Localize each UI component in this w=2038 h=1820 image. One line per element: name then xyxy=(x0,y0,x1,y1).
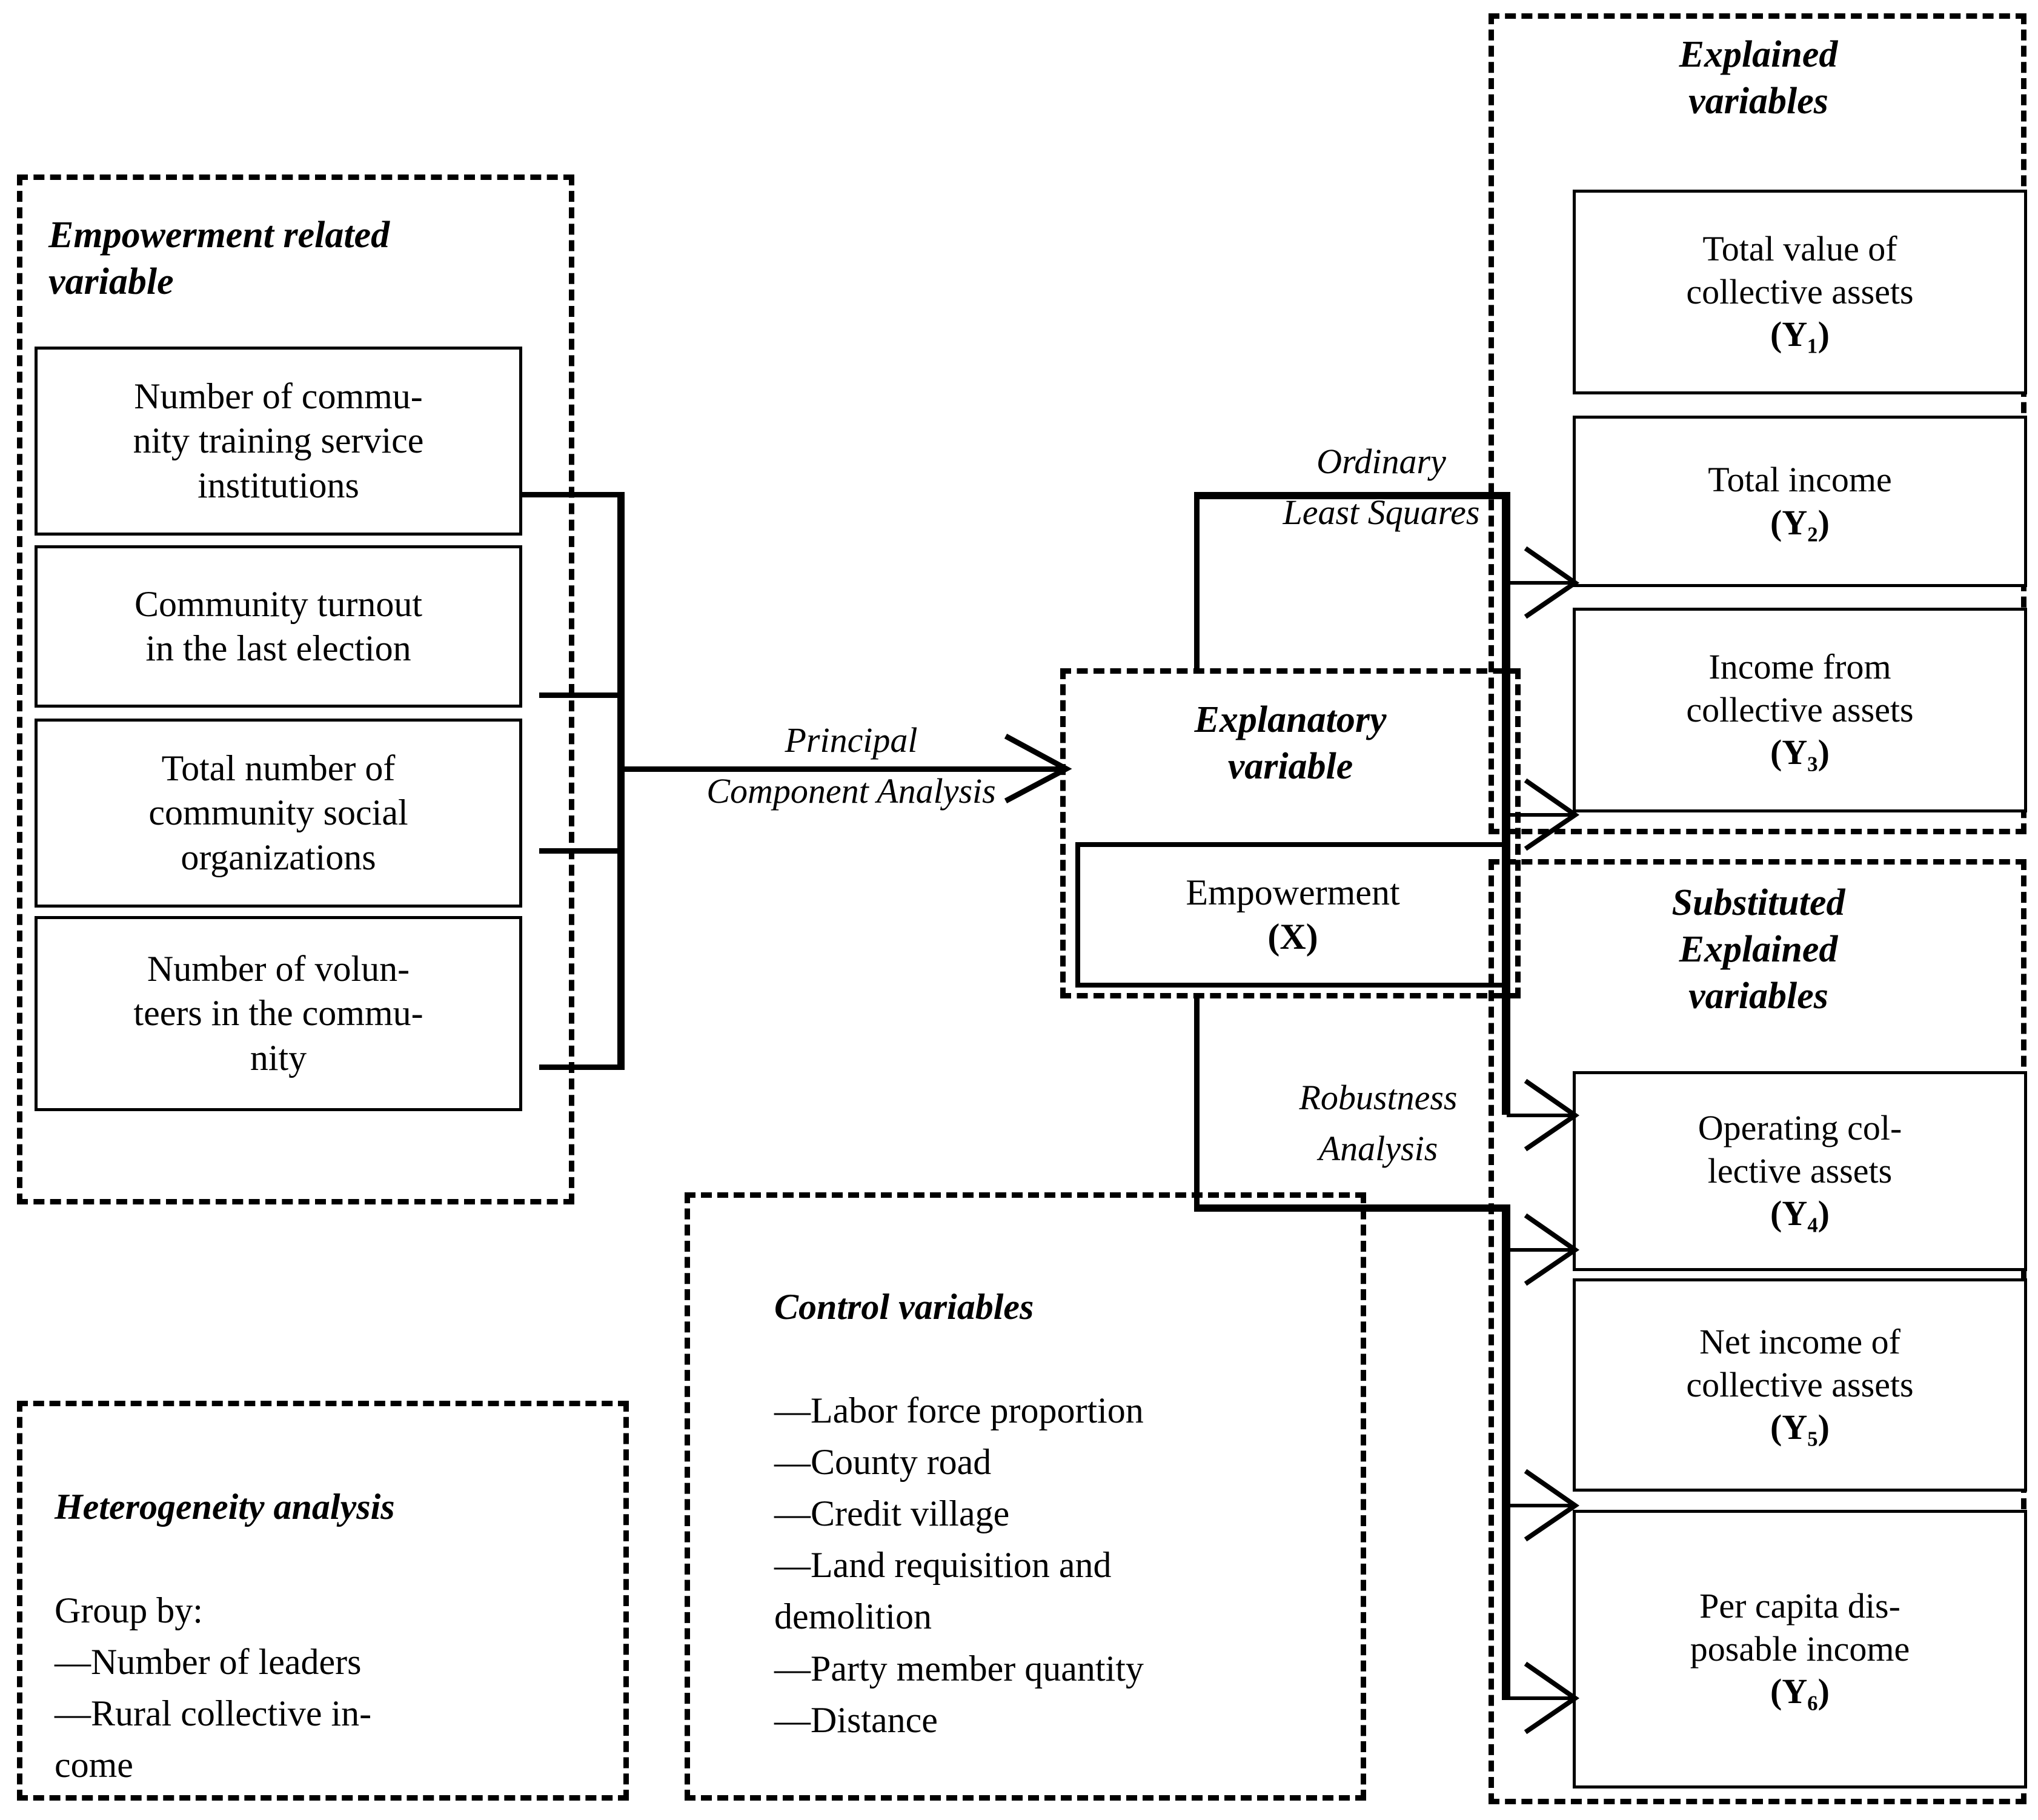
group-heterogeneity-analysis xyxy=(17,1401,629,1801)
y6-symbol: (Y₆) xyxy=(1770,1672,1830,1712)
y4-line1: Operating col- xyxy=(1698,1108,1902,1147)
variable-label: Community turnout in the last election xyxy=(134,583,423,668)
substituted-distribution-spine xyxy=(1502,1204,1510,1700)
group-control-variables xyxy=(685,1192,1366,1801)
variable-box-volunteers: Number of volun- teers in the commu- nit… xyxy=(35,916,522,1111)
variable-box-y2: Total income (Y₂) xyxy=(1573,416,2027,587)
variable-box-y6: Per capita dis- posable income (Y₆) xyxy=(1573,1510,2027,1788)
y6-line2: posable income xyxy=(1690,1629,1910,1669)
heterogeneity-body: Group by: —Number of leaders —Rural coll… xyxy=(55,1590,372,1785)
variable-box-empowerment-x: Empowerment (X) xyxy=(1075,842,1510,988)
y4-line2: lective assets xyxy=(1707,1151,1893,1191)
control-variables-body: —Labor force proportion —County road —Cr… xyxy=(774,1390,1144,1740)
variable-box-y3: Income from collective assets (Y₃) xyxy=(1573,608,2027,812)
y2-line1: Total income xyxy=(1708,459,1892,499)
group-title-substituted: Substituted Explained variables xyxy=(1671,882,1845,1017)
y5-line1: Net income of xyxy=(1699,1321,1900,1361)
y3-line2: collective assets xyxy=(1686,689,1914,729)
empowerment-label: Empowerment xyxy=(1186,872,1400,912)
y5-line2: collective assets xyxy=(1686,1364,1914,1404)
group-title-empowerment: Empowerment related variable xyxy=(48,214,390,302)
control-variables-title: Control variables xyxy=(774,1287,1034,1327)
variable-label: Total number of community social organiz… xyxy=(148,748,408,877)
y5-symbol: (Y₅) xyxy=(1770,1407,1830,1447)
variable-box-y1: Total value of collective assets (Y₁) xyxy=(1573,190,2027,394)
group-title-explanatory: Explanatory variable xyxy=(1194,699,1387,787)
y1-line1: Total value of xyxy=(1702,228,1897,268)
y1-symbol: (Y₁) xyxy=(1770,314,1830,354)
ols-horizontal-segment xyxy=(1194,492,1509,499)
group-title-explained: Explained variables xyxy=(1679,34,1838,122)
empowerment-symbol: (X) xyxy=(1267,917,1318,957)
explained-distribution-spine xyxy=(1502,492,1510,1115)
variable-box-y5: Net income of collective assets (Y₅) xyxy=(1573,1278,2027,1492)
edge-label-pca: Principal Component Analysis xyxy=(706,720,996,811)
variable-box-y4: Operating col- lective assets (Y₄) xyxy=(1573,1071,2027,1271)
group-empowerment-related-variable xyxy=(17,174,574,1204)
variable-box-social-organizations: Total number of community social organiz… xyxy=(35,719,522,908)
variable-box-community-turnout: Community turnout in the last election xyxy=(35,545,522,708)
variable-label: Number of volun- teers in the commu- nit… xyxy=(133,949,423,1078)
y2-symbol: (Y₂) xyxy=(1770,502,1830,542)
robustness-horizontal-segment xyxy=(1194,1204,1509,1212)
bracket-stub-3 xyxy=(539,848,623,854)
bracket-stub-1 xyxy=(522,492,623,497)
variable-label: Number of commu- nity training service i… xyxy=(133,376,424,505)
edge-label-robustness: Robustness Analysis xyxy=(1299,1078,1458,1169)
edge-label-ols: Ordinary Least Squares xyxy=(1283,442,1480,533)
bracket-spine xyxy=(617,492,625,1070)
bracket-stub-4 xyxy=(539,1064,623,1070)
y3-symbol: (Y₃) xyxy=(1770,732,1830,772)
y1-line2: collective assets xyxy=(1686,271,1914,311)
variable-box-training-institutions: Number of commu- nity training service i… xyxy=(35,347,522,536)
y4-symbol: (Y₄) xyxy=(1770,1194,1830,1234)
heterogeneity-content: Heterogeneity analysis Group by: —Number… xyxy=(55,1430,618,1791)
y3-line1: Income from xyxy=(1708,646,1891,686)
heterogeneity-title: Heterogeneity analysis xyxy=(55,1487,395,1527)
robustness-vertical-segment xyxy=(1194,998,1200,1211)
bracket-stub-2 xyxy=(539,692,623,698)
control-variables-content: Control variables —Labor force proportio… xyxy=(774,1230,1380,1746)
ols-vertical-segment xyxy=(1194,492,1200,671)
y6-line1: Per capita dis- xyxy=(1699,1586,1900,1626)
pca-connector-line xyxy=(617,766,1063,772)
